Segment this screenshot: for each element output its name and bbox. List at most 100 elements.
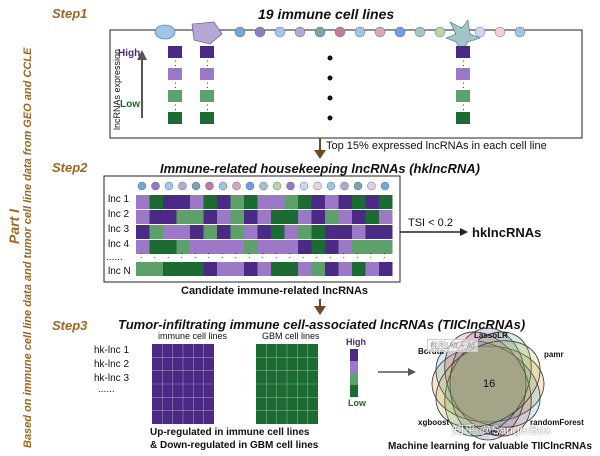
heat-cell	[136, 225, 150, 239]
hklncrnas-result: hklncRNAs	[472, 225, 542, 240]
heat-cell	[365, 225, 379, 239]
cell-icon	[164, 181, 174, 191]
expression-cell	[200, 46, 214, 58]
row-lnc3: lnc 3	[108, 224, 130, 235]
heat-colon: :	[208, 250, 211, 260]
heat-cell	[365, 195, 379, 209]
heat-cell	[325, 240, 339, 254]
step2-box	[103, 175, 401, 283]
heat-cell	[325, 225, 339, 239]
heat-cell	[338, 240, 352, 254]
heat-colon: :	[221, 250, 224, 260]
heat-colon: :	[302, 250, 305, 260]
heat-cell	[244, 262, 258, 276]
heat-cell	[284, 240, 298, 254]
heat-cell	[244, 240, 258, 254]
vdots: :	[174, 58, 177, 69]
heat-cell	[284, 210, 298, 224]
step3-title: Tumor-infiltrating immune cell-associate…	[118, 317, 526, 332]
arrow1-head	[314, 150, 326, 159]
heat-cell	[271, 262, 285, 276]
heat-cell	[338, 210, 352, 224]
expression-cell	[456, 68, 470, 80]
heat-cell	[352, 210, 366, 224]
heat-cell	[365, 240, 379, 254]
heat-cell	[284, 262, 298, 276]
cell-icon	[374, 26, 386, 38]
candidate-caption: Candidate immune-related lncRNAs	[181, 285, 369, 297]
heat-cell	[163, 195, 177, 209]
heat-colon: :	[140, 250, 143, 260]
heat-colon: :	[248, 250, 251, 260]
heat-cell	[203, 262, 217, 276]
vdots: :	[462, 102, 465, 113]
heat-cell	[203, 210, 217, 224]
cell-icon	[394, 26, 406, 38]
heat-colon: :	[370, 250, 373, 260]
heat-cell	[257, 210, 271, 224]
heat-cell	[217, 225, 231, 239]
vdots: :	[174, 102, 177, 113]
heat-cell	[163, 240, 177, 254]
heat-cell	[379, 195, 393, 209]
heat-cell	[163, 210, 177, 224]
low-label-1: Low	[120, 99, 140, 110]
heat-cell	[217, 210, 231, 224]
expression-cell	[200, 112, 214, 124]
legend-low	[350, 385, 358, 397]
cell-icon	[299, 181, 309, 191]
heat-cell	[136, 262, 150, 276]
heat-cell	[338, 262, 352, 276]
expression-cell	[456, 112, 470, 124]
heat-colon: :	[235, 250, 238, 260]
hk-ellipsis: ......	[98, 384, 115, 395]
watermark-text: 知乎 @SangerBox	[452, 423, 551, 437]
heat-cell	[217, 240, 231, 254]
cell-icon	[232, 181, 241, 191]
expression-axis-head	[137, 50, 147, 60]
cell-icon	[191, 181, 201, 191]
cell-icon	[274, 26, 286, 38]
hk-lnc2: hk-lnc 2	[94, 359, 130, 370]
heat-cell	[352, 225, 366, 239]
venn-lassolr: LassoLR	[474, 331, 508, 340]
cell-icon	[380, 181, 390, 191]
heat-cell	[379, 225, 393, 239]
expression-axis-label: lncRNAs expression	[112, 48, 122, 130]
heat-colon: :	[275, 250, 278, 260]
expression-cell	[200, 90, 214, 102]
heat-cell	[176, 240, 190, 254]
cell-icon	[313, 181, 322, 191]
cell-icon	[205, 181, 214, 191]
heat-cell	[257, 240, 271, 254]
vdots: :	[462, 80, 465, 91]
expression-columns: :::::::::	[168, 46, 470, 124]
legend-high	[350, 349, 358, 361]
heat-cell	[311, 225, 325, 239]
cell-icon	[218, 181, 228, 191]
heat-cell	[298, 195, 312, 209]
cell-icon	[326, 181, 336, 191]
heat-cell	[352, 262, 366, 276]
cell-icon	[414, 26, 426, 38]
cell-icon	[286, 181, 295, 191]
row-ellipsis: ......	[106, 252, 123, 263]
vdots: :	[174, 80, 177, 91]
heat-cell	[244, 225, 258, 239]
arrow2-head	[314, 306, 326, 315]
expression-cell	[200, 68, 214, 80]
gbm-heatmap-grid	[256, 344, 318, 424]
heat-cell	[298, 262, 312, 276]
heat-cell	[190, 210, 204, 224]
row-lnc2: lnc 2	[108, 209, 130, 220]
heat-cell	[190, 240, 204, 254]
heat-cell	[271, 210, 285, 224]
expression-cell	[168, 90, 182, 102]
heat-colon: :	[383, 250, 386, 260]
legend-high-label: High	[346, 337, 366, 347]
heat-cell	[149, 210, 163, 224]
heat-cell	[230, 262, 244, 276]
cell-icon	[254, 26, 266, 38]
vdots: :	[206, 80, 209, 91]
cell-icons-row1	[154, 19, 526, 53]
